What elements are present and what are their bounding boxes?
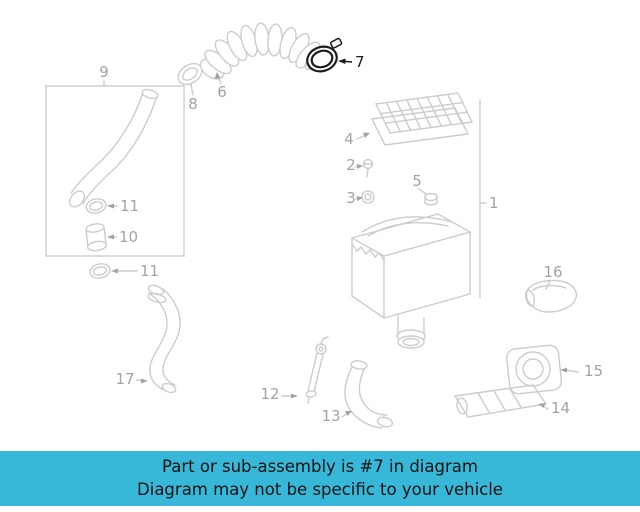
clamp-7-highlighted [306,37,353,73]
connector-hose-10 [85,223,117,252]
bolt-2 [355,158,374,178]
curved-hose-13 [341,360,394,429]
elbow-pipe-9 [68,88,159,208]
part-label-1: 1 [489,194,499,212]
part-label-16: 16 [543,263,562,281]
part-label-6: 6 [217,83,227,101]
part-label-3: 3 [346,189,356,207]
clamp-11-upper [85,198,118,214]
lower-duct-14 [453,384,549,418]
filter-element-4 [356,92,474,146]
notice-line-2: Diagram may not be specific to your vehi… [137,480,503,499]
s-hose-17 [135,284,181,394]
subassembly-box [45,85,185,257]
assembly-bracket-1 [479,99,487,299]
notice-line-1: Part or sub-assembly is #7 in diagram [162,457,478,476]
part-label-4: 4 [344,130,354,148]
part-label-2: 2 [346,156,356,174]
part-label-15: 15 [584,362,603,380]
seal-ring-8 [177,62,203,96]
part-label-17: 17 [115,370,134,388]
part-label-5: 5 [412,172,422,190]
part-label-14: 14 [551,399,570,417]
corrugated-hose [199,22,324,80]
part-label-13: 13 [321,407,340,425]
breather-tube-12 [281,336,329,404]
part-label-10: 10 [119,228,138,246]
part-label-7: 7 [355,53,365,71]
part-label-8: 8 [188,95,198,113]
air-cleaner-housing [350,213,472,349]
duct-16 [524,279,578,313]
callout-6 [214,72,222,85]
cap-5 [418,188,438,206]
part-label-9: 9 [99,63,109,81]
notice-banner: Part or sub-assembly is #7 in diagram Di… [0,451,640,506]
grommet-3 [355,190,375,204]
part-label-12: 12 [260,385,279,403]
part-label-11b: 11 [140,262,159,280]
clamp-11-lower [89,263,138,279]
part-label-11a: 11 [120,197,139,215]
